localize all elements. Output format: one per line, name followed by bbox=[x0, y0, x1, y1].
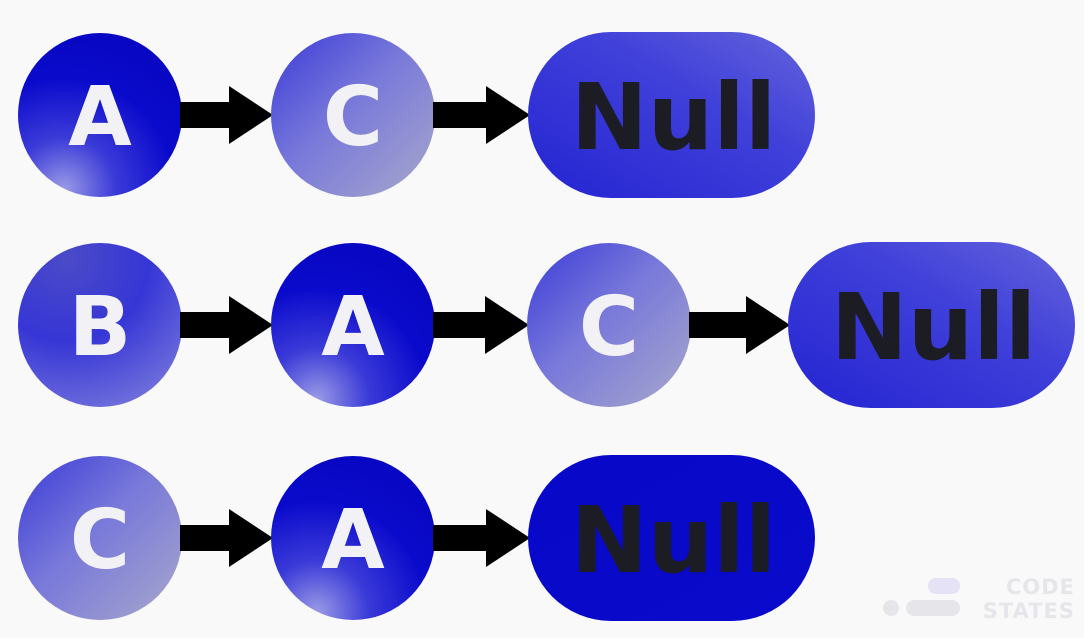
arrow-icon bbox=[180, 86, 273, 144]
null-terminal: Null bbox=[528, 32, 815, 198]
node-circle bbox=[271, 243, 435, 407]
null-terminal: Null bbox=[788, 242, 1075, 408]
arrow-icon bbox=[180, 509, 273, 567]
list-node: C bbox=[527, 243, 691, 407]
null-pill bbox=[788, 242, 1075, 408]
node-label: C bbox=[70, 493, 130, 588]
null-label: Null bbox=[571, 487, 777, 594]
node-circle bbox=[271, 33, 435, 197]
list-node: B bbox=[18, 243, 182, 407]
arrow-icon bbox=[433, 509, 530, 567]
node-circle bbox=[18, 243, 182, 407]
node-circle bbox=[18, 33, 182, 197]
list-node: C bbox=[271, 33, 435, 197]
null-pill bbox=[528, 455, 815, 621]
code-states-watermark: CODE STATES bbox=[883, 575, 1075, 623]
watermark-line-2: STATES bbox=[983, 599, 1075, 623]
node-label: A bbox=[321, 493, 385, 588]
watermark-line-1: CODE bbox=[1006, 575, 1075, 599]
list-node: A bbox=[18, 33, 182, 197]
linked-list-row: B A C Null bbox=[18, 242, 1075, 408]
list-node: A bbox=[271, 456, 435, 620]
null-terminal: Null bbox=[528, 455, 815, 621]
node-label: B bbox=[69, 280, 132, 375]
linked-list-row: C A Null bbox=[18, 455, 815, 621]
node-circle bbox=[527, 243, 691, 407]
node-circle bbox=[271, 456, 435, 620]
arrow-icon bbox=[689, 296, 790, 354]
node-label: A bbox=[321, 280, 385, 375]
arrow-icon bbox=[433, 86, 530, 144]
list-node: C bbox=[18, 456, 182, 620]
node-label: A bbox=[68, 70, 132, 165]
node-circle bbox=[18, 456, 182, 620]
arrow-icon bbox=[180, 296, 273, 354]
null-label: Null bbox=[571, 64, 777, 171]
linked-list-row: A C Null bbox=[18, 32, 815, 198]
node-label: C bbox=[323, 70, 383, 165]
node-label: C bbox=[579, 280, 639, 375]
null-label: Null bbox=[831, 274, 1037, 381]
list-node: A bbox=[271, 243, 435, 407]
code-states-logo-icon bbox=[883, 578, 960, 616]
arrow-icon bbox=[433, 296, 529, 354]
null-pill bbox=[528, 32, 815, 198]
